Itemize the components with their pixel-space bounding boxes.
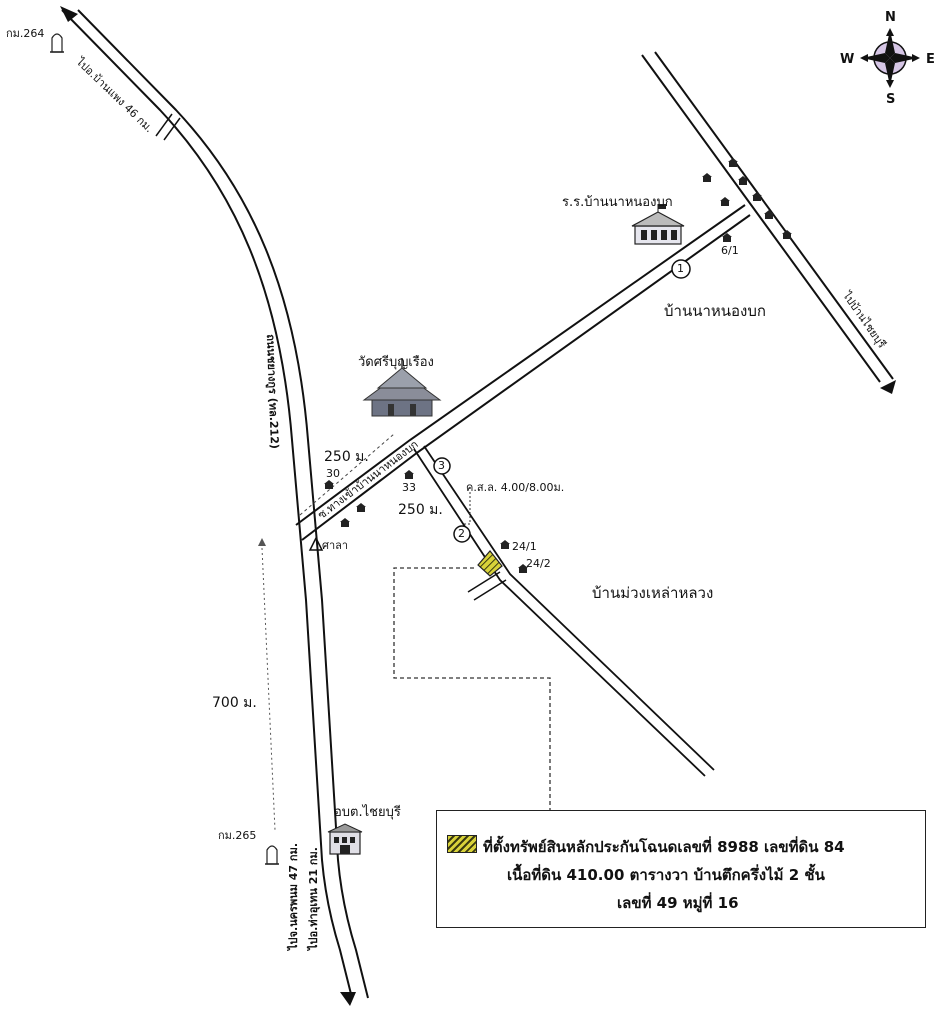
sala-icon	[308, 536, 324, 551]
km-post-264-icon	[50, 33, 64, 53]
house-number-33: 33	[402, 481, 416, 494]
waypoint-2-label: 2	[458, 527, 465, 540]
road-width-label: ค.ส.ล. 4.00/8.00ม.	[466, 481, 565, 494]
house-icons	[324, 158, 792, 573]
road-width-pointer	[462, 492, 471, 525]
legend-line-2: เนื้อที่ดิน 410.00 ตารางวา บ้านตึกครึ่งไ…	[507, 866, 825, 884]
distance-250-a: 250 ม.	[324, 449, 369, 465]
distance-700-line	[261, 547, 276, 831]
property-parcel	[477, 550, 503, 577]
km-264-label: กม.264	[6, 27, 45, 40]
waypoint-1	[671, 259, 691, 279]
compass-west: W	[840, 52, 855, 67]
road-village-entrance	[295, 204, 751, 541]
house-number-24-2: 24/2	[526, 557, 551, 570]
temple-label: วัดศรีบุญเรือง	[358, 355, 434, 370]
house-number-6-1: 6/1	[721, 244, 739, 257]
village-label-na-nong-bok: บ้านนาหนองบก	[664, 302, 766, 320]
distance-700: 700 ม.	[212, 695, 257, 711]
arrow-south-icon	[340, 992, 356, 1006]
arrow-north-icon	[60, 6, 78, 22]
compass-south: S	[886, 92, 896, 107]
tao-building-icon	[327, 823, 363, 855]
legend-line-1: ที่ตั้งทรัพย์สินหลักประกันโฉนดเลขที่ 898…	[483, 838, 845, 856]
road-label-nakhon-phanom: ไปจ.นครพนม 47 กม.	[287, 842, 300, 950]
house-number-30: 30	[326, 467, 340, 480]
legend-hatch-swatch	[447, 835, 477, 853]
waypoint-1-label: 1	[677, 262, 684, 275]
arrow-east-road-icon	[880, 380, 896, 394]
km-post-265-icon	[265, 845, 279, 865]
temple-icon	[362, 358, 442, 417]
compass-north: N	[885, 10, 896, 25]
road-break-mark	[155, 113, 181, 141]
compass-star-icon	[860, 28, 920, 88]
school-building-icon	[631, 204, 685, 245]
road-side-lane	[467, 571, 507, 601]
legend-leader-line	[393, 567, 551, 812]
highway-212	[61, 9, 369, 999]
road-label-tha-uthen: ไปอ.ท่าอุเทน 21 กม.	[307, 847, 320, 950]
school-label: ร.ร.บ้านนาหนองบก	[562, 195, 673, 210]
road-branch	[413, 445, 715, 777]
compass-rose: N S W E	[840, 8, 940, 108]
legend-box: ที่ตั้งทรัพย์สินหลักประกันโฉนดเลขที่ 898…	[436, 810, 926, 928]
legend-line-3: เลขที่ 49 หมู่ที่ 16	[617, 894, 739, 912]
waypoint-3	[433, 457, 451, 475]
road-to-chaiyaburi	[641, 51, 894, 383]
waypoint-3-label: 3	[438, 459, 445, 472]
village-label-muang-lao-luang: บ้านม่วงเหล่าหลวง	[592, 584, 714, 602]
tao-label: อบต.ไชยบุรี	[334, 805, 401, 820]
compass-east: E	[926, 52, 935, 67]
distance-250-b: 250 ม.	[398, 502, 443, 518]
waypoint-2	[453, 525, 471, 543]
km-265-label: กม.265	[218, 829, 257, 842]
house-number-24-1: 24/1	[512, 540, 537, 553]
sala-label: ศาลา	[322, 539, 349, 552]
